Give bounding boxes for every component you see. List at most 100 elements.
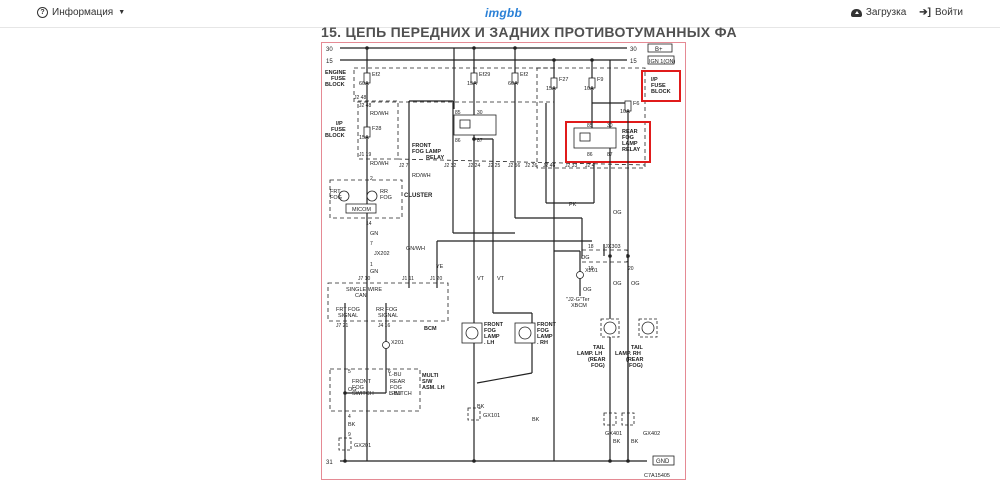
conn-gx402: GX402 [643,431,660,437]
conn-jx202: JX202 [374,251,390,257]
multi-switch-outline [329,368,421,412]
rail-30-label-left: 30 [326,47,333,53]
wiring-diagram: 30 15 30 15 31 B+ IGN 1(ON) GND ENGINE F… [325,43,681,479]
pin-9: 9 [348,432,351,438]
front-relay-pin87: 87 [477,138,483,144]
wire-og-5: OG [631,281,640,287]
batt-box [647,43,673,53]
switch-rear-1: REAR [390,379,405,385]
ip-fuse-right-outline [536,67,646,169]
rear-relay-label-3: LAMP [622,141,638,147]
wiring-diagram-image: 30 15 30 15 31 B+ IGN 1(ON) GND ENGINE F… [321,42,686,480]
info-menu[interactable]: ? Информация ▼ [37,7,125,18]
fuse-f28-name: F28 [372,126,381,132]
wire-pk: PK [569,202,577,208]
wire-gn-1: GN [370,231,378,237]
wire-bk-1: BK [348,422,356,428]
cluster-label: CLUSTER [404,193,433,199]
nav-right: Загрузка ➔] Войти [850,7,963,18]
wire-og-3: OG [583,287,592,293]
wire-rdwh-1: RD/WH [370,111,389,117]
front-relay-pin85: 85 [455,110,461,116]
ip-fuse-left-label-1: I/P [336,121,343,127]
switch-rear-3: SWITCH [390,391,412,397]
front-rh-2: FOG [537,328,549,334]
site-logo[interactable]: imgbb [485,6,522,20]
front-lh-2: FOG [484,328,496,334]
front-relay-label-1: FRONT [412,143,432,149]
switch-front-2: FOG [352,385,364,391]
conn-gx101: GX101 [483,413,500,419]
ip-fuse-right-label-1: I/P [651,77,658,83]
bcm-rr-sig-2: SIGNAL [378,313,398,319]
front-relay-pin86: 86 [455,138,461,144]
wire-lbu-1: L-BU [389,372,402,378]
tail-rh-1: TAIL [631,345,643,351]
wire-vt-2: VT [497,276,505,282]
xbcm-2: XBCM [571,303,587,309]
wire-gn-2: GN [370,269,378,275]
conn-x201-left: X201 [391,340,404,346]
ip-fuse-right-label-2: FUSE [651,83,666,89]
ign-box [647,55,675,65]
pin-19: 19 [588,266,594,272]
cluster-rr-2: FOG [380,195,392,201]
engine-fuse-label-3: BLOCK [325,82,345,88]
pin-j2-4: J2 4 [585,163,595,169]
ign-label: IGN 1(ON) [649,59,675,65]
pin-5: 5 [348,369,351,375]
fuse-f9-rating: 10A [584,86,594,92]
engine-fuse-label-2: FUSE [331,76,346,82]
rail-30-label-right: 30 [630,47,637,53]
fuse-f28-rating: 15A [359,135,369,141]
front-relay-label-3: RELAY [426,155,444,161]
fuse-ef29-name: Ef29 [479,72,490,78]
front-relay-label-2: FOG LAMP [412,149,441,155]
wire-bk-4: BK [613,439,621,445]
pin-j2-32: J2 32 [444,163,456,169]
front-relay-pin30: 30 [477,110,483,116]
fuse-ef2-name: Ef2 [372,72,380,78]
fuse-ef2b-name: Ef2 [520,72,528,78]
diagram-code: C7A15405 [644,473,670,479]
rail-15-label-left: 15 [326,59,333,65]
front-rh-4: . RH [537,340,548,346]
rear-relay-pin85: 85 [587,123,593,129]
rear-relay-highlight [565,121,651,163]
batt-label: B+ [655,47,663,53]
multi-sw-label-1: MULTI [422,373,439,379]
pin-j1-20: J1 20 [430,276,442,282]
rail-15-label-right: 15 [630,59,637,65]
pin-j2-25: J2 25 [488,163,500,169]
front-rh-1: FRONT [537,322,557,328]
pin-18: 18 [588,244,594,250]
fuse-f27-name: F27 [559,77,568,83]
conn-x201-right: X201 [585,268,598,274]
engine-fuse-label-1: ENGINE [325,70,346,76]
wire-og-4: OG [613,281,622,287]
fuse-ef2-rating: 60A [359,81,369,87]
tail-lh-4: FOG) [591,363,605,369]
switch-rear-2: FOG [390,385,402,391]
wire-vt-1: VT [477,276,485,282]
front-rh-3: LAMP [537,334,553,340]
bcm-rr-sig-1: RR FOG [376,307,397,313]
fuse-f6-rating: 10A [620,109,630,115]
ip-fuse-block-highlight [641,70,681,102]
document-title: 15. ЦЕПЬ ПЕРЕДНИХ И ЗАДНИХ ПРОТИВОТУМАНН… [321,24,737,40]
bcm-outline [327,282,449,322]
pin-j2-48: J2 48 [359,103,371,109]
pin-1-jx202: 1 [370,262,373,268]
front-lh-3: LAMP [484,334,500,340]
rear-relay-label-1: REAR [622,129,638,135]
bcm-label: BCM [424,326,437,332]
upload-button[interactable]: Загрузка [850,7,906,18]
conn-gx401: GX401 [605,431,622,437]
wire-ye: YE [436,264,444,270]
conn-gx201: GX201 [354,443,371,449]
pin-20: 20 [628,266,634,272]
tail-rh-3: (REAR [626,357,643,363]
signin-button[interactable]: ➔] Войти [919,7,963,18]
front-fog-lamp-rh-box [514,322,536,344]
rear-relay-label-4: RELAY [622,147,640,153]
